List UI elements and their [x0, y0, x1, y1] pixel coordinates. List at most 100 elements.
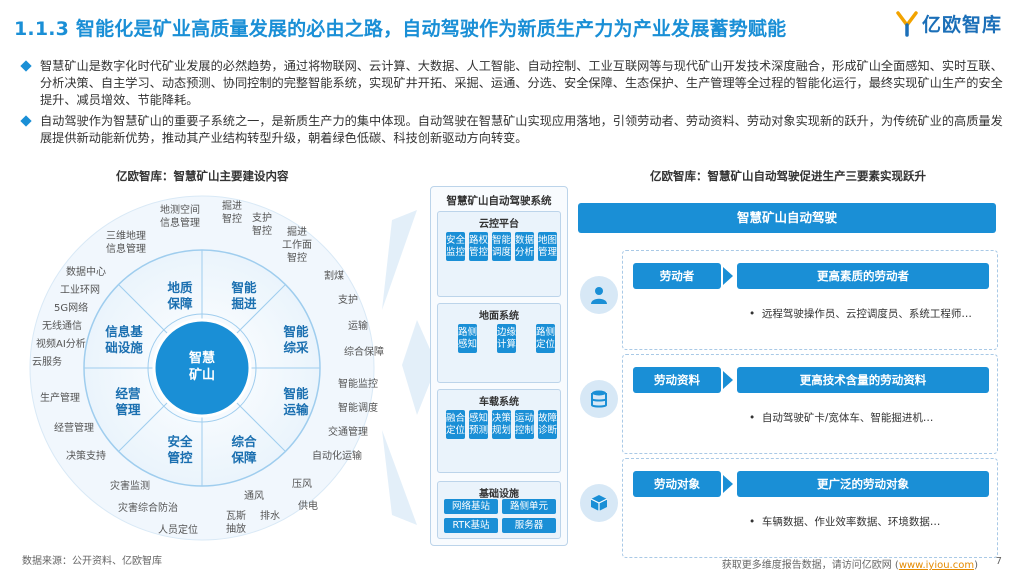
- wheel-label: 供电: [298, 501, 318, 512]
- factor-label: 劳动者: [633, 263, 721, 289]
- wheel-label: 支护: [338, 295, 358, 306]
- wheel-label: 综合保障: [344, 347, 384, 358]
- factor-upgrade: 更高技术含量的劳动资料: [737, 367, 989, 393]
- wheel-label: 地测空间信息管理: [160, 205, 200, 229]
- wheel-category-anquan: 安全管控: [167, 434, 193, 465]
- factor-note: • 车辆数据、作业效率数据、环境数据…: [749, 516, 941, 528]
- wheel-label: 掘进工作面智控: [282, 227, 312, 264]
- vehicle-item: 运动控制: [515, 410, 534, 439]
- factor-upgrade: 更广泛的劳动对象: [737, 471, 989, 497]
- cloud-item: 数据分析: [515, 232, 534, 261]
- wheel-label: 经营管理: [54, 423, 94, 434]
- person-icon: [580, 276, 618, 314]
- wheel-label: 智能监控: [338, 379, 378, 390]
- wheel-label: 通风: [244, 491, 264, 502]
- cloud-item: 路权管控: [469, 232, 488, 261]
- vehicle-item: 感知预测: [469, 410, 488, 439]
- wheel-label: 灾害监测: [110, 481, 150, 492]
- cloud-items: 安全监控 路权管控 智能调度 数据分析 地图管理: [446, 232, 557, 261]
- infra-item: RTK基站: [444, 518, 498, 533]
- wheel-label: 智能调度: [338, 403, 378, 414]
- wheel-label: 支护智控: [252, 213, 272, 237]
- wheel-label: 灾害综合防治: [118, 503, 178, 514]
- factor-row-objects: 劳动对象 更广泛的劳动对象 • 车辆数据、作业效率数据、环境数据…: [622, 458, 998, 558]
- ground-items: 路侧感知 边缘计算 路侧定位: [458, 324, 555, 353]
- vehicle-item: 融合定位: [446, 410, 465, 439]
- cube-icon: [580, 484, 618, 522]
- factor-label: 劳动对象: [633, 471, 721, 497]
- wheel-label: 无线通信: [42, 321, 82, 332]
- logo-text: 亿欧智库: [921, 14, 1002, 36]
- wheel-label: 视频AI分析: [36, 339, 86, 350]
- wheel-label: 人员定位: [158, 525, 198, 536]
- wheel-category-juejin: 智能掘进: [231, 280, 257, 311]
- cloud-item: 安全监控: [446, 232, 465, 261]
- wheel-label: 瓦斯抽放: [226, 511, 246, 535]
- factor-row-means: 劳动资料 更高技术含量的劳动资料 • 自动驾驶矿卡/宽体车、智能掘进机…: [622, 354, 998, 454]
- arrow-right-icon: [723, 475, 733, 493]
- iyiou-link[interactable]: www.iyiou.com: [898, 560, 975, 571]
- factor-row-labor: 劳动者 更高素质的劳动者 • 远程驾驶操作员、云控调度员、系统工程师…: [622, 250, 998, 350]
- wheel-label: 排水: [260, 511, 280, 522]
- smart-mine-wheel: 智慧矿山 地质保障 智能掘进 智能综采 智能运输 综合保障 安全管控 经营管理 …: [22, 190, 442, 550]
- page-title: 1.1.3 智能化是矿业高质量发展的必由之路，自动驾驶作为新质生产力为产业发展蓄…: [14, 18, 787, 40]
- bullet-item: 自动驾驶作为智慧矿山的重要子系统之一，是新质生产力的集中体现。自动驾驶在智慧矿山…: [20, 113, 1007, 147]
- wheel-label: 5G网络: [54, 303, 89, 314]
- wheel-label: 自动化运输: [312, 451, 362, 462]
- cloud-item: 地图管理: [538, 232, 557, 261]
- wheel-label: 压风: [292, 479, 312, 490]
- right-section-title: 亿欧智库：智慧矿山自动驾驶促进生产三要素实现跃升: [650, 169, 926, 183]
- wheel-label: 数据中心: [66, 267, 106, 278]
- wheel-label: 运输: [348, 321, 368, 332]
- factor-upgrade: 更高素质的劳动者: [737, 263, 989, 289]
- wheel-category-jingying: 经营管理: [115, 386, 141, 417]
- vehicle-item: 故障诊断: [538, 410, 557, 439]
- wheel-category-dizhi: 地质保障: [167, 280, 193, 311]
- diamond-bullet-icon: [20, 115, 32, 127]
- infra-item: 服务器: [502, 518, 556, 533]
- wheel-category-yunshu: 智能运输: [283, 386, 309, 417]
- logo-icon: [896, 10, 918, 37]
- wheel-label: 云服务: [32, 357, 62, 368]
- wheel-label: 生产管理: [40, 393, 80, 404]
- wheel-label: 决策支持: [66, 451, 106, 462]
- left-section-title: 亿欧智库：智慧矿山主要建设内容: [116, 169, 289, 183]
- infra-item: 网络基站: [444, 499, 498, 514]
- factor-label: 劳动资料: [633, 367, 721, 393]
- ground-item: 路侧定位: [536, 324, 555, 353]
- factor-note: • 远程驾驶操作员、云控调度员、系统工程师…: [749, 308, 972, 320]
- wheel-center-label: 智慧矿山: [188, 351, 215, 383]
- cloud-platform-box: 云控平台 安全监控 路权管控 智能调度 数据分析 地图管理: [437, 211, 561, 297]
- intro-bullets: 智慧矿山是数字化时代矿业发展的必然趋势，通过将物联网、云计算、大数据、人工智能、…: [20, 58, 1007, 151]
- page-number: 7: [995, 556, 1002, 567]
- brand-logo: 亿欧智库: [896, 10, 1002, 37]
- cloud-item: 智能调度: [492, 232, 511, 261]
- database-icon: [580, 380, 618, 418]
- diamond-bullet-icon: [20, 60, 32, 72]
- wheel-label: 三维地理信息管理: [106, 231, 146, 255]
- wheel-category-baozhang: 综合保障: [231, 434, 257, 465]
- vehicle-items: 融合定位 感知预测 决策规划 运动控制 故障诊断: [446, 410, 557, 439]
- wheel-label: 工业环网: [60, 285, 100, 296]
- wheel-category-zongcai: 智能综采: [283, 324, 309, 355]
- wheel-label: 交通管理: [328, 427, 368, 438]
- infra-item: 路侧单元: [502, 499, 556, 514]
- factor-note: • 自动驾驶矿卡/宽体车、智能掘进机…: [749, 412, 934, 424]
- autonomous-driving-system: 智慧矿山自动驾驶系统 云控平台 安全监控 路权管控 智能调度 数据分析 地图管理…: [430, 186, 568, 546]
- system-title: 智慧矿山自动驾驶系统: [446, 195, 552, 207]
- arrow-right-icon: [723, 267, 733, 285]
- data-source: 数据来源：公开资料、亿欧智库: [22, 556, 162, 567]
- ground-item: 路侧感知: [458, 324, 477, 353]
- ground-item: 边缘计算: [497, 324, 516, 353]
- wheel-label: 割煤: [324, 271, 344, 282]
- bullet-item: 智慧矿山是数字化时代矿业发展的必然趋势，通过将物联网、云计算、大数据、人工智能、…: [20, 58, 1007, 109]
- wheel-label: 掘进智控: [222, 201, 242, 225]
- ground-system-box: 地面系统 路侧感知 边缘计算 路侧定位: [437, 303, 561, 383]
- vehicle-item: 决策规划: [492, 410, 511, 439]
- infrastructure-box: 基础设施 网络基站 路侧单元 RTK基站 服务器: [437, 481, 561, 539]
- wheel-graphic: [29, 195, 437, 541]
- vehicle-system-box: 车载系统 融合定位 感知预测 决策规划 运动控制 故障诊断: [437, 389, 561, 473]
- footer-more-info: 获取更多维度报告数据，请访问亿欧网 (www.iyiou.com): [721, 560, 978, 571]
- wheel-category-xinxi: 信息基础设施: [105, 324, 143, 355]
- right-head-banner: 智慧矿山自动驾驶: [578, 203, 996, 233]
